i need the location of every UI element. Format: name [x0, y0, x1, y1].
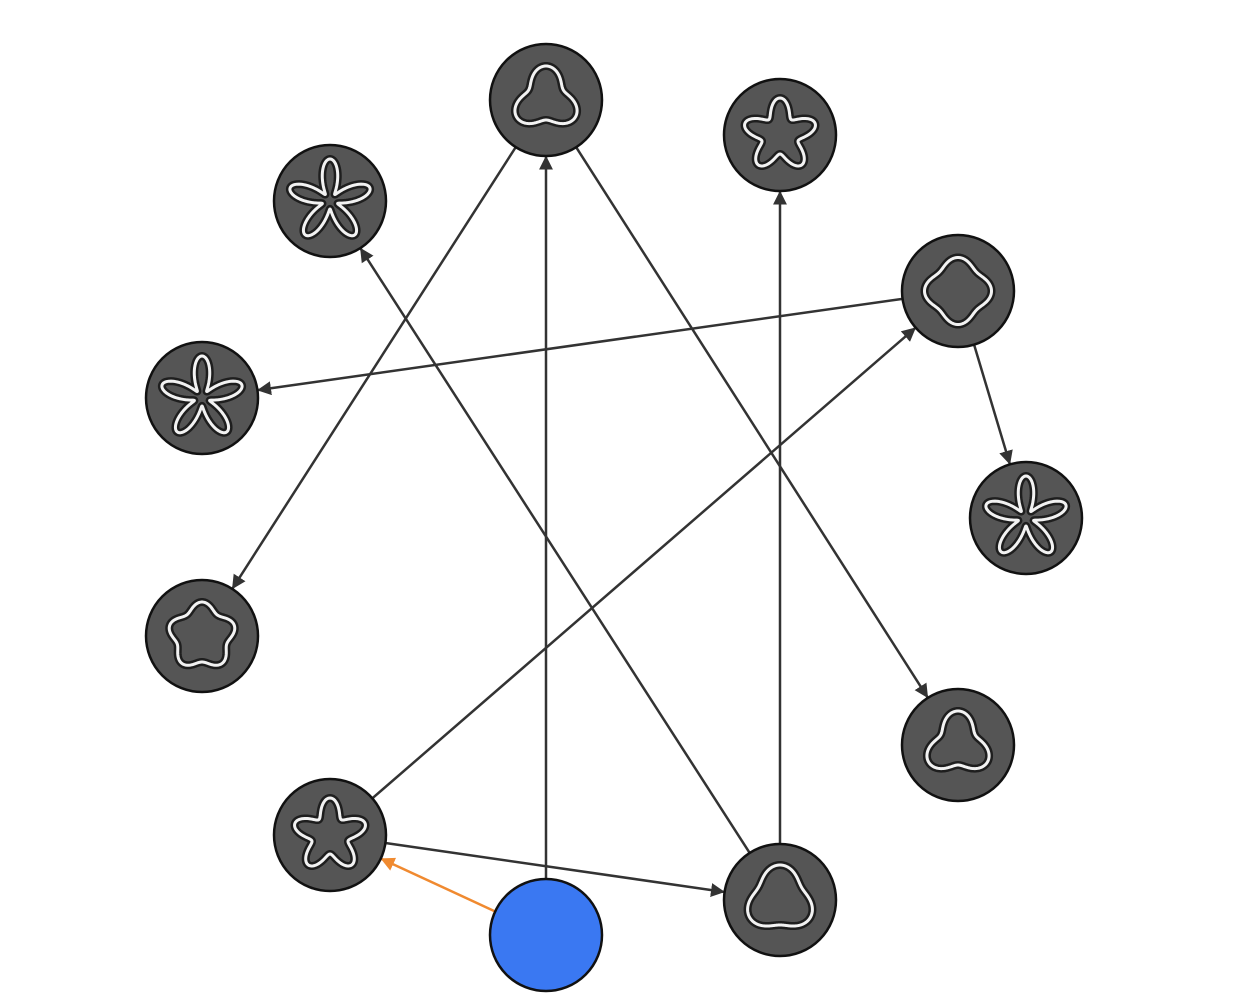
trefoil-shape-icon [510, 62, 582, 128]
edge-n_top-to-n_left2 [231, 146, 517, 590]
rounded-square-shape-icon [920, 253, 996, 329]
triangle-shape-icon [743, 861, 817, 931]
node-n-bot[interactable] [722, 842, 838, 958]
flower-shape-icon [157, 352, 247, 437]
star-shape-icon [290, 794, 370, 870]
node-n-topright[interactable] [722, 77, 838, 193]
node-n-left1[interactable] [144, 340, 260, 456]
edges-layer [231, 146, 1013, 913]
node-circle [722, 77, 838, 193]
node-circle [900, 233, 1016, 349]
node-n-botright[interactable] [900, 687, 1016, 803]
node-circle [488, 42, 604, 158]
nodes-layer [144, 42, 1084, 993]
edge-n_right1-to-n_right2 [972, 344, 1013, 465]
edge-n_bot-to-n_topleft [359, 247, 751, 854]
edge-n_botleft-to-n_right1 [371, 327, 916, 800]
node-n-top[interactable] [488, 42, 604, 158]
edge-n_right1-to-n_left1 [257, 297, 903, 396]
node-n-botleft[interactable] [272, 777, 388, 893]
trefoil-shape-icon [922, 707, 994, 773]
star-shape-icon [740, 94, 820, 170]
flower-shape-icon [285, 155, 375, 240]
node-circle [144, 578, 260, 694]
edge-n_botleft-to-n_bot [385, 841, 725, 897]
edge-n_top-to-n_botright [575, 146, 929, 699]
start-node-icon [488, 877, 604, 993]
node-circle [900, 687, 1016, 803]
flower-shape-icon [981, 472, 1071, 557]
node-n-right1[interactable] [900, 233, 1016, 349]
node-n-topleft[interactable] [272, 143, 388, 259]
pentagon-shape-icon [165, 598, 239, 670]
edge-start-to-n_botleft [380, 857, 496, 913]
node-n-right2[interactable] [968, 460, 1084, 576]
node-circle [722, 842, 838, 958]
node-n-left2[interactable] [144, 578, 260, 694]
node-circle [272, 777, 388, 893]
node-start[interactable] [488, 877, 604, 993]
